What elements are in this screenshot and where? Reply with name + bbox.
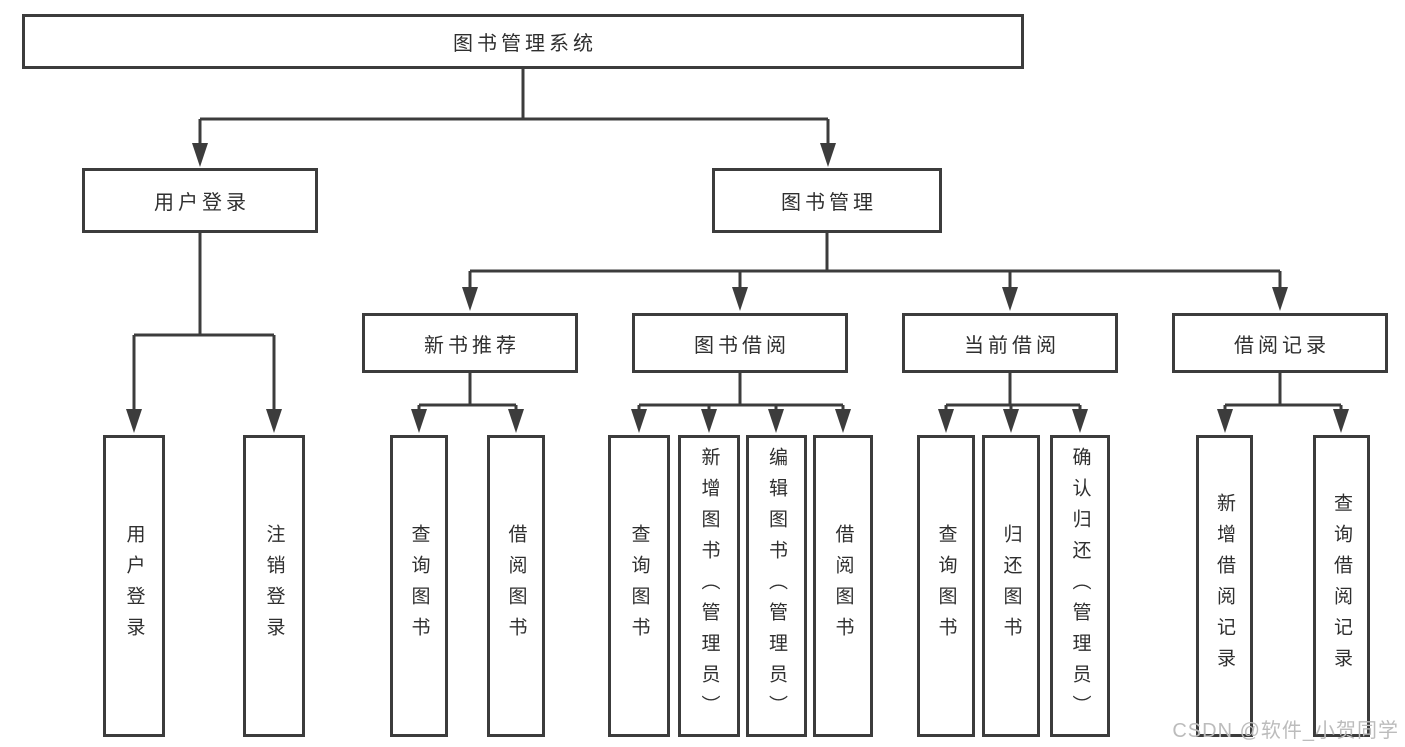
leaf-confirm-return-admin: 确认归还（管理员）: [1050, 435, 1110, 737]
node-library-system: 图书管理系统: [22, 14, 1024, 69]
node-library-system-label: 图书管理系统: [453, 33, 597, 55]
leaf-query-books-borrowing: 查询图书: [608, 435, 670, 737]
leaf-borrow-books-borrowing: 借阅图书: [813, 435, 873, 737]
node-user-login-label: 用户登录: [154, 192, 250, 214]
node-book-borrowing-label: 图书借阅: [694, 334, 790, 357]
leaf-borrow-books-recommend: 借阅图书: [487, 435, 545, 737]
leaf-query-books-recommend: 查询图书: [390, 435, 448, 737]
node-new-book-recommend-label: 新书推荐: [424, 334, 520, 357]
watermark: CSDN @软件_小贺同学: [1172, 720, 1399, 742]
node-user-login: 用户登录: [82, 168, 318, 233]
node-current-borrowing: 当前借阅: [902, 313, 1118, 373]
node-current-borrowing-label: 当前借阅: [964, 334, 1060, 357]
leaf-user-login: 用户登录: [103, 435, 165, 737]
leaf-add-book-admin: 新增图书（管理员）: [678, 435, 740, 737]
node-book-management: 图书管理: [712, 168, 942, 233]
leaf-add-borrow-record: 新增借阅记录: [1196, 435, 1253, 737]
leaf-edit-book-admin: 编辑图书（管理员）: [746, 435, 807, 737]
leaf-logout-login: 注销登录: [243, 435, 305, 737]
node-borrowing-records: 借阅记录: [1172, 313, 1388, 373]
node-new-book-recommend: 新书推荐: [362, 313, 578, 373]
leaf-query-borrow-record: 查询借阅记录: [1313, 435, 1370, 737]
node-borrowing-records-label: 借阅记录: [1234, 334, 1330, 357]
node-book-borrowing: 图书借阅: [632, 313, 848, 373]
node-book-management-label: 图书管理: [781, 192, 877, 214]
leaf-query-books-current: 查询图书: [917, 435, 975, 737]
leaf-return-books: 归还图书: [982, 435, 1040, 737]
